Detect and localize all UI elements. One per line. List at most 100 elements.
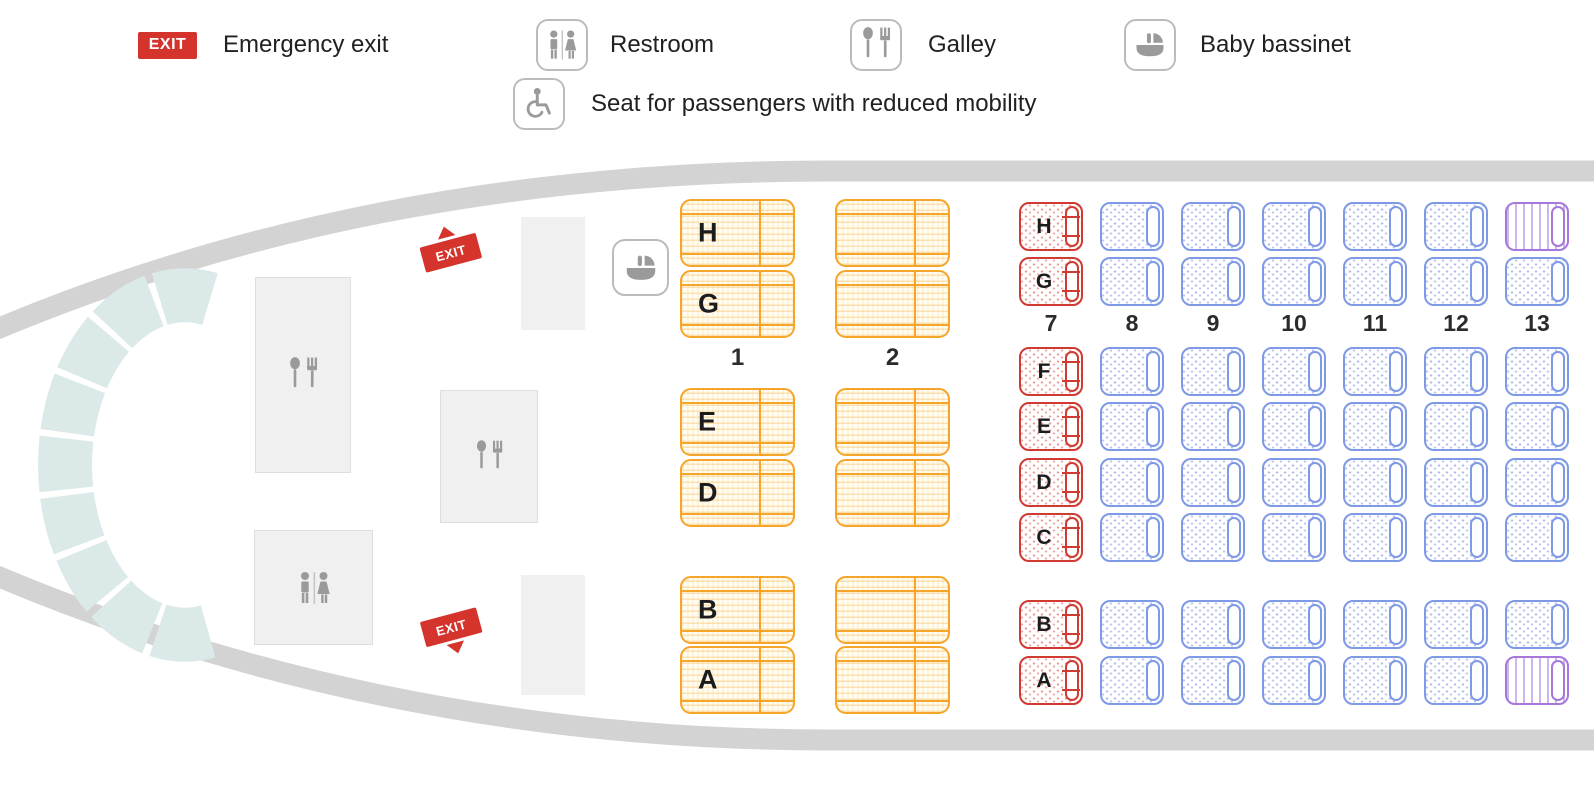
seat-12A[interactable]	[1424, 656, 1488, 705]
seat-backrest	[1551, 206, 1565, 247]
seat-10F[interactable]	[1262, 347, 1326, 396]
seat-7C[interactable]: C	[1019, 513, 1083, 562]
seat-13B[interactable]	[1505, 600, 1569, 649]
seat-11B[interactable]	[1343, 600, 1407, 649]
seat-12D[interactable]	[1424, 458, 1488, 507]
seat-13G[interactable]	[1505, 257, 1569, 306]
seat-backrest	[1551, 261, 1565, 302]
seat-11C[interactable]	[1343, 513, 1407, 562]
seat-1G[interactable]: G	[680, 270, 795, 338]
seat-12C[interactable]	[1424, 513, 1488, 562]
seat-1E[interactable]: E	[680, 388, 795, 456]
seat-9G[interactable]	[1181, 257, 1245, 306]
seat-backrest	[1065, 604, 1079, 645]
seat-backrest	[1308, 261, 1322, 302]
seat-11E[interactable]	[1343, 402, 1407, 451]
seat-10H[interactable]	[1262, 202, 1326, 251]
seat-13A[interactable]	[1505, 656, 1569, 705]
seat-9H[interactable]	[1181, 202, 1245, 251]
business-column-label: 2	[885, 344, 900, 371]
seat-7G[interactable]: G	[1019, 257, 1083, 306]
seat-11G[interactable]	[1343, 257, 1407, 306]
seat-8H[interactable]	[1100, 202, 1164, 251]
legend-label: Galley	[928, 31, 997, 58]
seat-7E[interactable]: E	[1019, 402, 1083, 451]
seat-13E[interactable]	[1505, 402, 1569, 451]
seat-backrest	[1551, 660, 1565, 701]
seat-9B[interactable]	[1181, 600, 1245, 649]
seat-2A[interactable]	[835, 646, 950, 714]
seat-letter: H	[698, 217, 718, 248]
seat-10E[interactable]	[1262, 402, 1326, 451]
seat-11D[interactable]	[1343, 458, 1407, 507]
seat-backrest	[1551, 604, 1565, 645]
galley-icon	[850, 19, 902, 71]
economy-column-label: 8	[1125, 310, 1139, 336]
seat-letter: A	[1036, 668, 1052, 692]
seat-10B[interactable]	[1262, 600, 1326, 649]
seat-11H[interactable]	[1343, 202, 1407, 251]
seat-12H[interactable]	[1424, 202, 1488, 251]
seat-backrest	[1146, 406, 1160, 447]
seat-11F[interactable]	[1343, 347, 1407, 396]
seat-12F[interactable]	[1424, 347, 1488, 396]
seat-8F[interactable]	[1100, 347, 1164, 396]
seat-2D[interactable]	[835, 459, 950, 527]
seat-backrest	[1389, 351, 1403, 392]
restroom-icon	[536, 19, 588, 71]
seat-13H[interactable]	[1505, 202, 1569, 251]
seat-12G[interactable]	[1424, 257, 1488, 306]
seat-1D[interactable]: D	[680, 459, 795, 527]
seat-2E[interactable]	[835, 388, 950, 456]
seat-letter: F	[1037, 359, 1051, 383]
seat-9C[interactable]	[1181, 513, 1245, 562]
seat-12E[interactable]	[1424, 402, 1488, 451]
seat-7A[interactable]: A	[1019, 656, 1083, 705]
seat-backrest	[1389, 406, 1403, 447]
seat-9F[interactable]	[1181, 347, 1245, 396]
seat-13F[interactable]	[1505, 347, 1569, 396]
seat-backrest	[1308, 351, 1322, 392]
seat-13D[interactable]	[1505, 458, 1569, 507]
seat-backrest	[1551, 462, 1565, 503]
seat-backrest	[1146, 462, 1160, 503]
seat-10D[interactable]	[1262, 458, 1326, 507]
seat-13C[interactable]	[1505, 513, 1569, 562]
seat-1H[interactable]: H	[680, 199, 795, 267]
seat-2H[interactable]	[835, 199, 950, 267]
seat-8C[interactable]	[1100, 513, 1164, 562]
legend-item-emergency-exit: EXIT Emergency exit	[138, 31, 388, 59]
seat-10C[interactable]	[1262, 513, 1326, 562]
economy-column-label: 11	[1362, 310, 1388, 336]
seat-8B[interactable]	[1100, 600, 1164, 649]
reduced-mobility-icon	[513, 78, 565, 130]
galley-icon	[290, 357, 318, 388]
seat-2B[interactable]	[835, 576, 950, 644]
seat-backrest	[1227, 517, 1241, 558]
economy-column-label: 13	[1524, 310, 1550, 336]
seat-10A[interactable]	[1262, 656, 1326, 705]
seat-backrest	[1389, 660, 1403, 701]
seat-7H[interactable]: H	[1019, 202, 1083, 251]
seat-1A[interactable]: A	[680, 646, 795, 714]
seat-backrest	[1308, 206, 1322, 247]
seat-8G[interactable]	[1100, 257, 1164, 306]
seat-11A[interactable]	[1343, 656, 1407, 705]
seat-backrest	[1470, 406, 1484, 447]
seat-backrest	[1146, 351, 1160, 392]
seat-12B[interactable]	[1424, 600, 1488, 649]
seat-9A[interactable]	[1181, 656, 1245, 705]
seat-7D[interactable]: D	[1019, 458, 1083, 507]
seat-9E[interactable]	[1181, 402, 1245, 451]
seat-10G[interactable]	[1262, 257, 1326, 306]
seat-8D[interactable]	[1100, 458, 1164, 507]
seat-8A[interactable]	[1100, 656, 1164, 705]
seat-backrest	[1470, 660, 1484, 701]
seat-9D[interactable]	[1181, 458, 1245, 507]
seat-2G[interactable]	[835, 270, 950, 338]
seat-7B[interactable]: B	[1019, 600, 1083, 649]
seat-8E[interactable]	[1100, 402, 1164, 451]
seat-7F[interactable]: F	[1019, 347, 1083, 396]
seat-1B[interactable]: B	[680, 576, 795, 644]
legend-item-galley: Galley	[850, 19, 996, 71]
